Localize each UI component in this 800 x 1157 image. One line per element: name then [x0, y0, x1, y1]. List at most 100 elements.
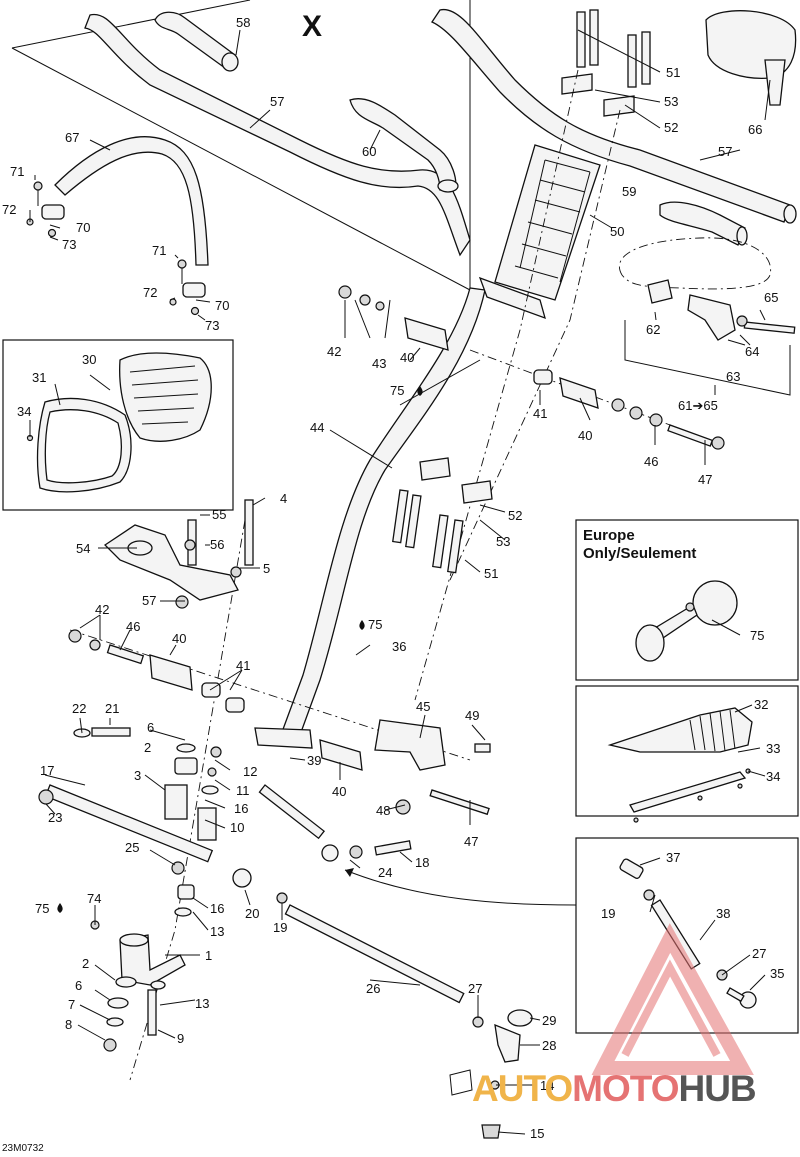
callout-65: 65 [764, 290, 778, 305]
callout-49: 49 [465, 708, 479, 723]
callout-14: 14 [540, 1078, 554, 1093]
callout-19: 19 [273, 920, 287, 935]
callout-31: 31 [32, 370, 46, 385]
callout-9: 9 [177, 1031, 184, 1046]
horn-bulb [692, 580, 738, 626]
part-63 [687, 294, 736, 341]
callout-24: 24 [378, 865, 392, 880]
callout-40: 40 [400, 350, 414, 365]
callout-60: 60 [362, 144, 376, 159]
drawing-code: 23M0732 [2, 1143, 44, 1154]
callout-56: 56 [210, 537, 224, 552]
callout-4: 4 [280, 491, 287, 506]
callout-42b: 42 [95, 602, 109, 617]
callout-20: 20 [245, 906, 259, 921]
callout-74: 74 [87, 891, 101, 906]
callout-45: 45 [416, 699, 430, 714]
callout-22: 22 [72, 701, 86, 716]
callout-50: 50 [610, 224, 624, 239]
callout-2b: 2 [82, 956, 89, 971]
callout-41: 41 [533, 406, 547, 421]
clamp-70a [41, 204, 65, 220]
callout-26: 26 [366, 981, 380, 996]
part-40-upper [404, 317, 449, 351]
callout-8: 8 [65, 1017, 72, 1032]
callout-16: 16 [234, 801, 248, 816]
callout-34: 34 [17, 404, 31, 419]
callout-41b: 41 [236, 658, 250, 673]
oil-drop-icon [57, 386, 423, 913]
callout-57: 57 [718, 144, 732, 159]
callout-44: 44 [310, 420, 324, 435]
callout-2: 2 [144, 740, 151, 755]
callout-43: 43 [372, 356, 386, 371]
callout-72b: 72 [143, 285, 157, 300]
watermark-logo [591, 923, 754, 1075]
section-x-mark: X [302, 10, 322, 43]
callout-13b: 13 [195, 996, 209, 1011]
callout-70b: 70 [215, 298, 229, 313]
callout-18: 18 [415, 855, 429, 870]
callout-36: 36 [392, 639, 406, 654]
callout-37: 37 [666, 850, 680, 865]
callout-67: 67 [65, 130, 79, 145]
callout-30: 30 [82, 352, 96, 367]
callout-51b: 51 [484, 566, 498, 581]
callout-40b: 40 [172, 631, 186, 646]
callout-53: 53 [664, 94, 678, 109]
callout-32: 32 [754, 697, 768, 712]
callout-25: 25 [125, 840, 139, 855]
callout-46: 46 [644, 454, 658, 469]
callout-53b: 53 [496, 534, 510, 549]
riser-part-50 [494, 144, 601, 301]
part-62 [647, 279, 673, 304]
part-40-right [559, 377, 599, 409]
callout-38: 38 [716, 906, 730, 921]
callout-27-inset: 27 [752, 946, 766, 961]
callout-51: 51 [666, 65, 680, 80]
callout-3: 3 [134, 768, 141, 783]
watermark-part-2: MOTO [572, 1068, 679, 1109]
callout-5: 5 [263, 561, 270, 576]
callout-29: 29 [542, 1013, 556, 1028]
callout-47: 47 [698, 472, 712, 487]
callout-58: 58 [236, 15, 250, 30]
callout-39: 39 [307, 753, 321, 768]
callout-28: 28 [542, 1038, 556, 1053]
callout-62: 62 [646, 322, 660, 337]
boot-part-32 [607, 707, 753, 753]
callout-75: 75 [390, 383, 404, 398]
callout-46b: 46 [126, 619, 140, 634]
callout-40-right: 40 [578, 428, 592, 443]
handlebar-x-part-57 [84, 13, 471, 257]
callout-33: 33 [766, 741, 780, 756]
tie-rod-upper [258, 784, 326, 840]
watermark-part-3: HUB [678, 1068, 756, 1109]
callout-21: 21 [105, 701, 119, 716]
section-x-border [11, 0, 471, 291]
callout-73b: 73 [205, 318, 219, 333]
bolts-51 [576, 9, 651, 88]
callout-71: 71 [10, 164, 24, 179]
callout-52b: 52 [508, 508, 522, 523]
callout-75-left: 75 [35, 901, 49, 916]
callout-59: 59 [622, 184, 636, 199]
callout-11: 11 [236, 783, 250, 798]
callout-42: 42 [327, 344, 341, 359]
callout-48: 48 [376, 803, 390, 818]
watermark-part-1: AUTO [472, 1068, 573, 1109]
callout-12: 12 [243, 764, 257, 779]
callout-17: 17 [40, 763, 54, 778]
callout-71b: 71 [152, 243, 166, 258]
grip-part-59 [659, 201, 746, 246]
bracket-part-45 [374, 719, 446, 771]
callout-6: 6 [147, 720, 154, 735]
callout-75b: 75 [368, 617, 382, 632]
callout-19-inset: 19 [601, 906, 615, 921]
callout-27: 27 [468, 981, 482, 996]
callout-40-lower: 40 [332, 784, 346, 799]
callout-66: 66 [748, 122, 762, 137]
callout-63: 63 [726, 369, 740, 384]
ball-joint-part-20 [232, 868, 252, 888]
